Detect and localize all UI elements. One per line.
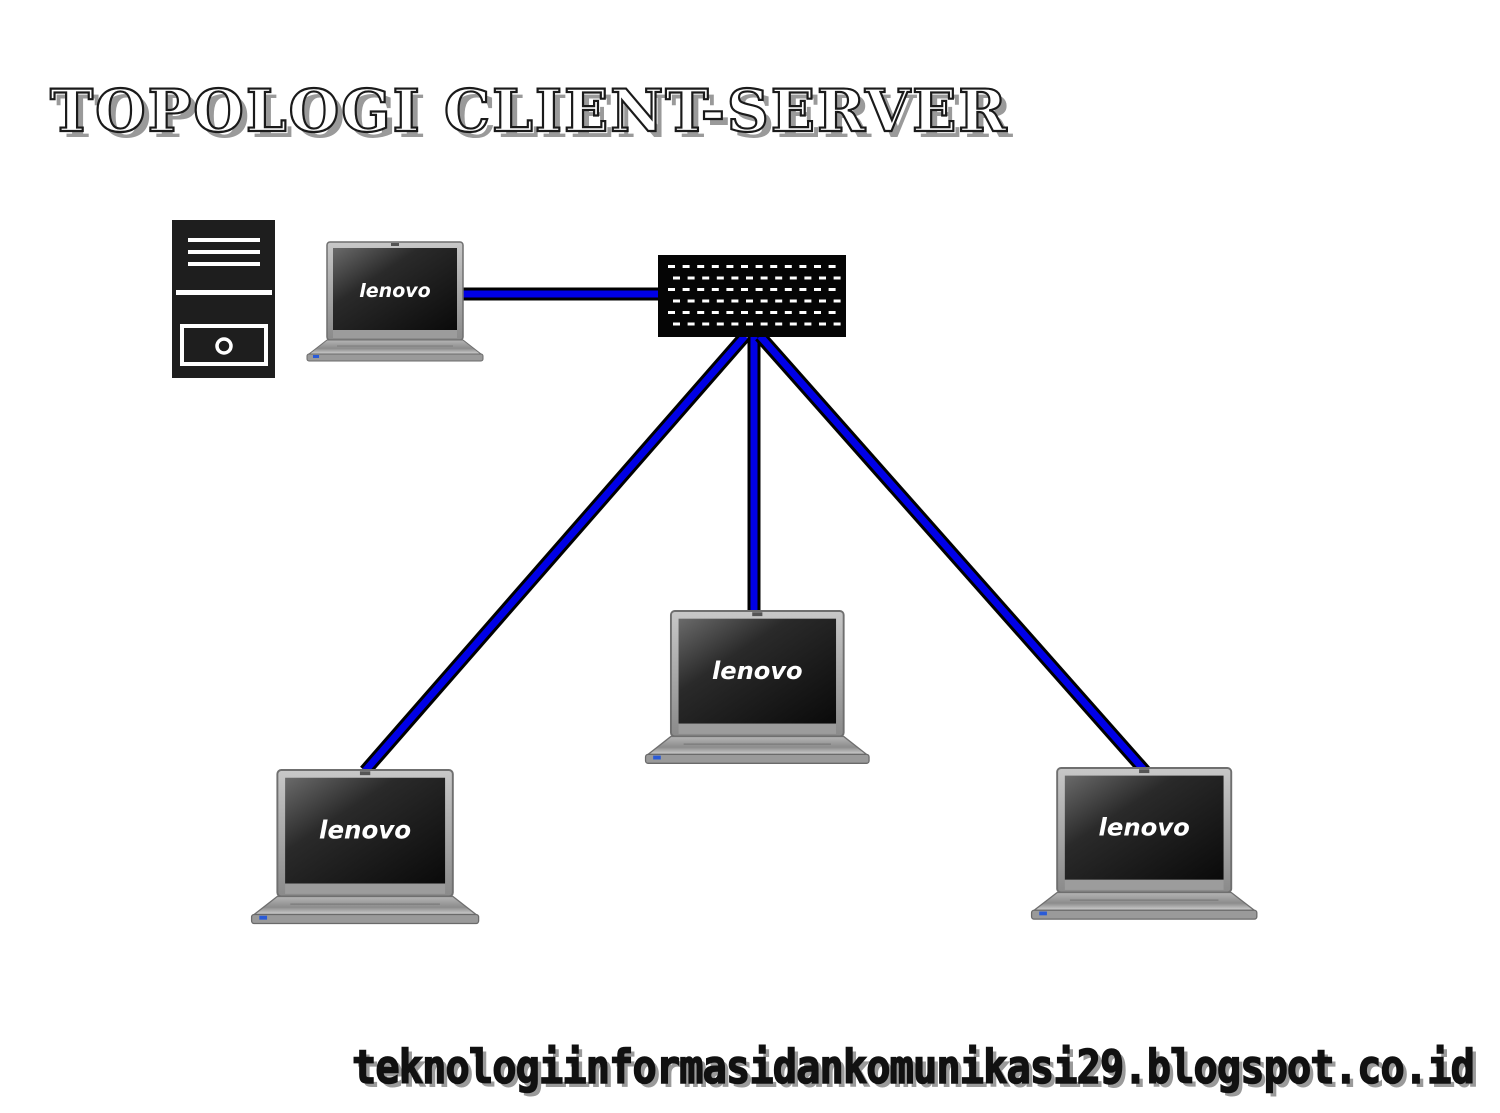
switch-port: [687, 276, 695, 280]
switch-port: [687, 322, 695, 326]
svg-text:teknologiinformasidankomunikas: teknologiinformasidankomunikasi29.blogsp…: [356, 1044, 1478, 1098]
switch-port: [775, 322, 783, 326]
switch-port: [741, 288, 748, 291]
switch-port: [716, 299, 724, 303]
switch-port: [682, 311, 690, 314]
switch-port: [746, 276, 753, 280]
switch-port: [711, 288, 719, 291]
switch-port: [697, 288, 705, 291]
switch-port: [814, 288, 821, 291]
switch-port: [819, 299, 826, 303]
switch-port: [682, 288, 690, 291]
switch-port: [799, 311, 807, 314]
switch-port: [833, 276, 841, 280]
switch-port: [814, 265, 821, 268]
switch-port: [804, 276, 812, 280]
switch-port: [755, 265, 763, 268]
switch-port: [673, 299, 680, 303]
switch-port: [668, 311, 675, 314]
switch-port: [702, 299, 710, 303]
switch-port: [716, 322, 724, 326]
switch-port: [828, 265, 836, 268]
svg-text:TOPOLOGI CLIENT-SERVER: TOPOLOGI CLIENT-SERVER: [56, 83, 1015, 151]
switch-port: [784, 288, 792, 291]
switch-port: [697, 311, 705, 314]
switch-port: [770, 311, 778, 314]
switch-port: [711, 265, 719, 268]
switch-port: [716, 276, 724, 280]
switch-icon: [658, 255, 846, 337]
switch-port: [702, 322, 710, 326]
client-laptop-left: lenovo: [250, 769, 480, 925]
switch-port: [789, 276, 797, 280]
footer-url: teknologiinformasidankomunikasi29.blogsp…: [351, 1039, 1479, 1098]
switch-port: [731, 276, 739, 280]
switch-port: [668, 265, 675, 268]
switch-port: [775, 299, 783, 303]
switch-port: [799, 265, 807, 268]
switch-port: [828, 288, 836, 291]
switch-port: [702, 276, 710, 280]
laptop-brand-label: lenovo: [712, 657, 803, 685]
laptop-brand-label: lenovo: [359, 280, 430, 302]
switch-port: [746, 299, 753, 303]
switch-port: [784, 311, 792, 314]
switch-port: [760, 322, 768, 326]
switch-port: [697, 265, 705, 268]
switch-port: [833, 322, 841, 326]
svg-text:TOPOLOGI CLIENT-SERVER: TOPOLOGI CLIENT-SERVER: [50, 77, 1009, 145]
switch-port: [755, 288, 763, 291]
switch-port: [711, 311, 719, 314]
cable-switch-to-client-left: [360, 331, 750, 776]
switch-ports: [668, 265, 841, 326]
switch-port: [726, 265, 734, 268]
switch-port: [789, 299, 797, 303]
switch-port: [731, 299, 739, 303]
switch-port: [804, 299, 812, 303]
switch-port: [770, 265, 778, 268]
diagram-title: TOPOLOGI CLIENT-SERVER TOPOLOGI CLIENT-S…: [49, 76, 1015, 151]
switch-port: [828, 311, 836, 314]
cables: [360, 287, 1150, 776]
switch-port: [741, 311, 748, 314]
switch-port: [770, 288, 778, 291]
switch-port: [673, 322, 680, 326]
switch-port: [804, 322, 812, 326]
switch-port: [755, 311, 763, 314]
switch-port: [814, 311, 821, 314]
server-laptop: lenovo: [306, 241, 484, 362]
switch-port: [741, 265, 748, 268]
switch-port: [746, 322, 753, 326]
cable-switch-to-client-right: [755, 331, 1150, 776]
switch-port: [760, 276, 768, 280]
client-laptop-center: lenovo: [644, 610, 871, 765]
switch-port: [789, 322, 797, 326]
switch-port: [775, 276, 783, 280]
switch-port: [682, 265, 690, 268]
switch-port: [726, 311, 734, 314]
laptop-brand-label: lenovo: [319, 815, 411, 844]
switch-port: [687, 299, 695, 303]
switch-port: [819, 276, 826, 280]
switch-port: [819, 322, 826, 326]
switch-port: [731, 322, 739, 326]
svg-text:teknologiinformasidankomunikas: teknologiinformasidankomunikasi29.blogsp…: [352, 1040, 1474, 1094]
switch-port: [799, 288, 807, 291]
switch-port: [668, 288, 675, 291]
switch-port: [673, 276, 680, 280]
switch-port: [784, 265, 792, 268]
server-icon: [172, 220, 275, 378]
client-laptop-right: lenovo: [1030, 767, 1258, 921]
switch-port: [760, 299, 768, 303]
switch-port: [833, 299, 841, 303]
laptop-brand-label: lenovo: [1098, 813, 1189, 841]
switch-port: [726, 288, 734, 291]
